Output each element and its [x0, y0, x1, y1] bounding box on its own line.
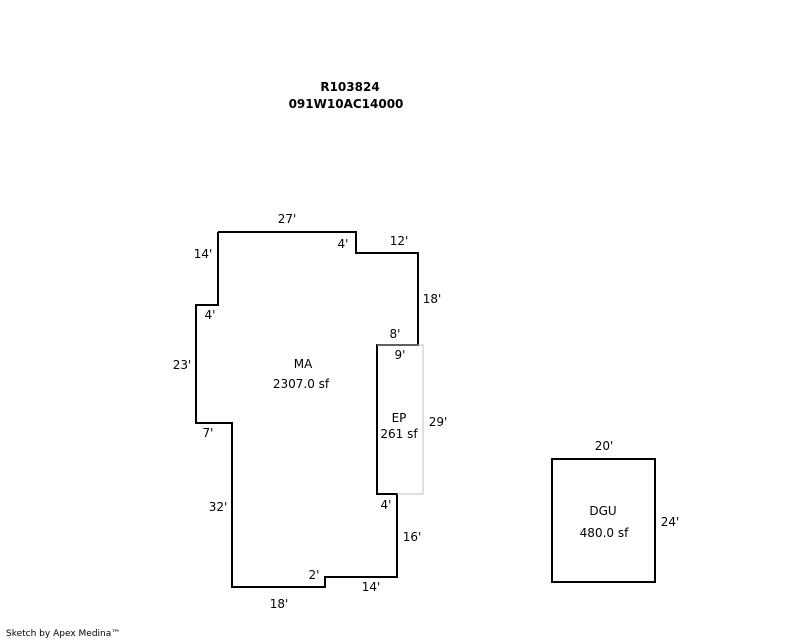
- dgu-area: 480.0 sf: [580, 526, 629, 540]
- ep-outline: [377, 344, 424, 495]
- dim-ma-left-jog: 4': [205, 308, 216, 322]
- dim-ma-notch-top: 4': [338, 237, 349, 251]
- dim-ma-right-upper: 18': [423, 292, 442, 306]
- dim-ep-right: 29': [429, 415, 448, 429]
- dim-dgu-top: 20': [595, 439, 614, 453]
- ma-label: MA: [294, 357, 313, 371]
- sketch-credit: Sketch by Apex Medina™: [6, 629, 120, 639]
- dim-ma-left-lower: 32': [209, 500, 228, 514]
- map-tax-lot: 091W10AC14000: [289, 97, 404, 111]
- dim-ma-left-upper: 14': [194, 247, 213, 261]
- dim-ma-top-right: 12': [390, 234, 409, 248]
- dim-ep-bottom: 4': [381, 498, 392, 512]
- dim-ma-bottom-left: 18': [270, 597, 289, 611]
- dim-ma-right-lower: 16': [403, 530, 422, 544]
- dim-ma-left-mid: 23': [173, 358, 192, 372]
- dim-ma-left-step: 7': [203, 426, 214, 440]
- ma-area: 2307.0 sf: [273, 377, 330, 391]
- ma-outline: [195, 231, 419, 588]
- dim-ep-top: 9': [395, 348, 406, 362]
- dgu-label: DGU: [589, 504, 616, 518]
- dim-ma-bottom-notch: 2': [309, 568, 320, 582]
- ep-area: 261 sf: [380, 427, 418, 441]
- dim-ma-top: 27': [278, 212, 297, 226]
- account-number: R103824: [320, 80, 379, 94]
- dim-ma-step: 8': [390, 327, 401, 341]
- dim-dgu-right: 24': [661, 515, 680, 529]
- dgu-outline: [551, 458, 656, 583]
- dim-ma-bottom-right: 14': [362, 580, 381, 594]
- ep-label: EP: [392, 411, 407, 425]
